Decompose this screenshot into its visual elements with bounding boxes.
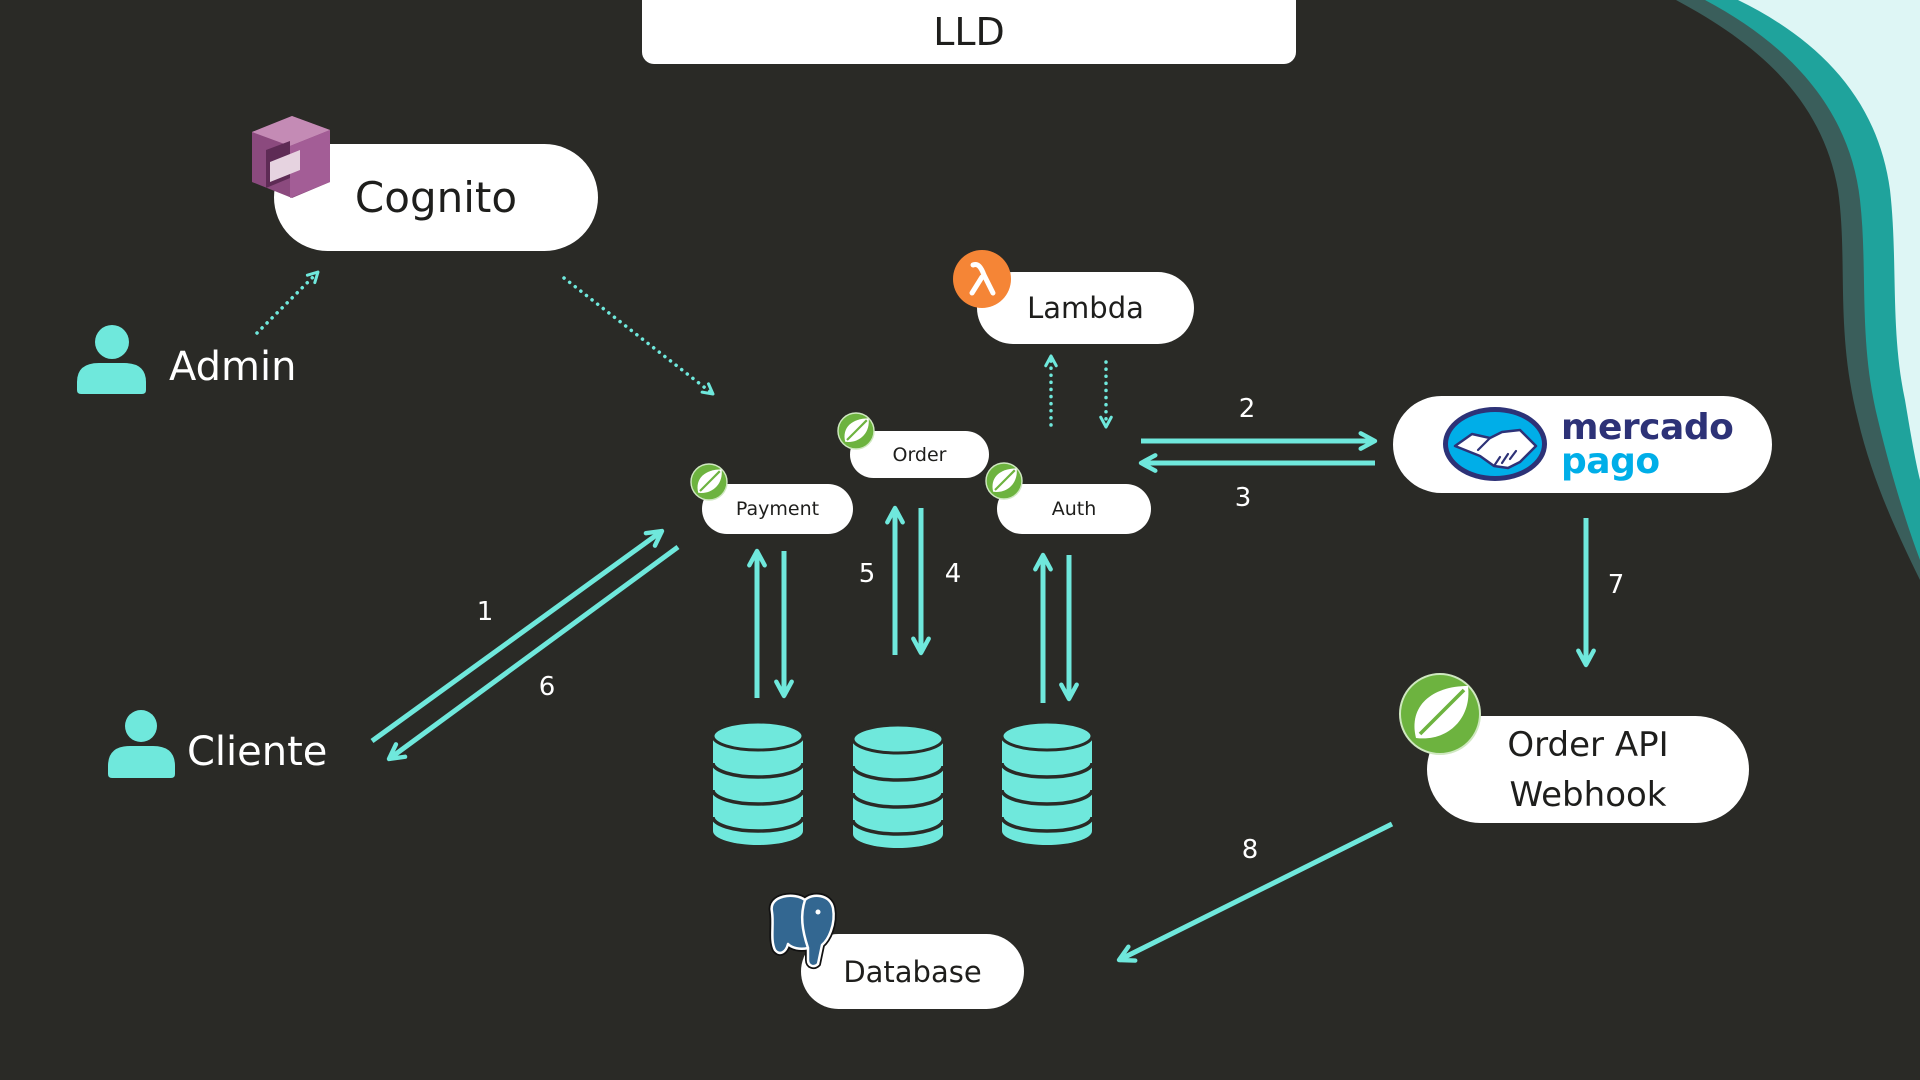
auth-service-label: Auth [1051, 498, 1097, 520]
webhook-label-line-1: Order API [1507, 724, 1669, 765]
step-label-5: 5 [858, 559, 876, 589]
wave-teal-band [1705, 0, 1920, 560]
order-api-webhook-node: Order API Webhook [1427, 716, 1749, 823]
payment-service-node: Payment [702, 484, 853, 534]
cognito-label: Cognito [354, 173, 518, 222]
mercado-pago-word-2: pago [1561, 441, 1660, 482]
step-label-2: 2 [1238, 394, 1256, 424]
order-service-label: Order [892, 443, 947, 466]
database-node: Database [801, 934, 1024, 1009]
payment-service-label: Payment [735, 498, 820, 520]
step-label-3: 3 [1234, 483, 1252, 513]
database-label: Database [843, 954, 982, 989]
lambda-label: Lambda [1027, 291, 1144, 325]
lambda-node: Lambda [977, 272, 1194, 344]
wave-light-area [1738, 0, 1920, 480]
cognito-node: Cognito [274, 144, 598, 251]
step-label-4: 4 [944, 559, 962, 589]
auth-service-node: Auth [997, 484, 1151, 534]
order-service-node: Order [850, 431, 989, 478]
admin-label: Admin [169, 344, 297, 390]
step-label-1: 1 [476, 597, 494, 627]
diagram-title: LLD [642, 0, 1296, 64]
step-label-7: 7 [1607, 570, 1625, 600]
cliente-label: Cliente [187, 729, 328, 775]
step-label-6: 6 [538, 672, 556, 702]
diagram-title-text: LLD [933, 10, 1005, 54]
step-label-8: 8 [1241, 835, 1259, 865]
webhook-label-line-2: Webhook [1509, 774, 1667, 815]
mercado-pago-word-1: mercado [1561, 407, 1734, 448]
